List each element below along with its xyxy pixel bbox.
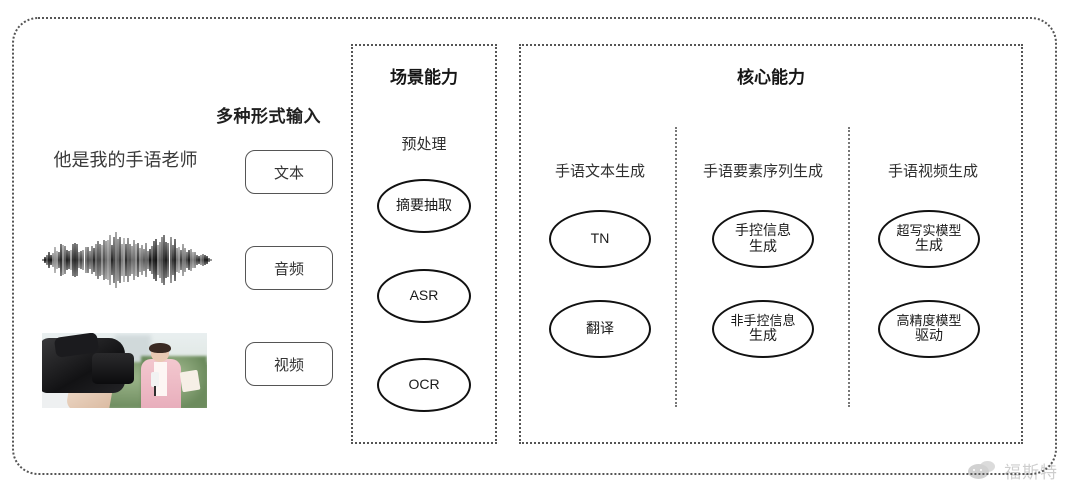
node-label-line2: 生成 xyxy=(749,238,777,254)
scene-capability-title: 场景能力 xyxy=(390,68,458,87)
node-label: 翻译 xyxy=(586,320,614,337)
input-panel: 多种形式输入 他是我的手语老师 文本 音频 视频 xyxy=(20,90,333,420)
core-column-label-sign-element-sequence-generation: 手语要素序列生成 xyxy=(702,163,823,180)
input-type-video-button[interactable]: 视频 xyxy=(245,342,333,386)
core-node-non-manual-info-generation[interactable]: 非手控信息 生成 xyxy=(712,300,814,358)
scene-node-summary-extraction[interactable]: 摘要抽取 xyxy=(377,179,471,233)
node-label: 非手控信息 生成 xyxy=(726,312,799,344)
scene-capability-box: 场景能力 预处理 摘要抽取 ASR OCR xyxy=(351,44,497,444)
node-label: ASR xyxy=(409,287,439,304)
core-node-manual-info-generation[interactable]: 手控信息 生成 xyxy=(712,210,814,268)
scene-node-ocr[interactable]: OCR xyxy=(377,358,471,412)
node-label: 超写实模型 生成 xyxy=(892,222,965,254)
node-label: 高精度模型 驱动 xyxy=(892,312,965,344)
scene-capability-subtitle: 预处理 xyxy=(401,136,447,153)
audio-waveform-icon xyxy=(42,230,212,290)
node-label-line2: 生成 xyxy=(914,237,943,254)
node-label-line1: 非手控信息 xyxy=(730,312,796,328)
wechat-bubble-icon xyxy=(968,460,998,481)
input-type-text-button[interactable]: 文本 xyxy=(245,150,333,194)
node-label-line1: 高精度模型 xyxy=(896,312,962,328)
core-column-divider-2 xyxy=(848,127,850,407)
core-column-label-sign-text-generation: 手语文本生成 xyxy=(554,163,645,180)
watermark: 福斯特 xyxy=(968,458,1058,483)
node-label: 手控信息 生成 xyxy=(731,223,795,254)
core-column-divider-1 xyxy=(675,127,677,407)
node-label-line2: 驱动 xyxy=(914,327,943,344)
input-type-audio-button[interactable]: 音频 xyxy=(245,246,333,290)
video-thumbnail xyxy=(42,333,207,408)
sample-sentence-text: 他是我的手语老师 xyxy=(53,150,198,170)
core-column-label-sign-video-generation: 手语视频生成 xyxy=(887,163,978,180)
node-label-line1: 超写实模型 xyxy=(896,222,962,238)
core-capability-title: 核心能力 xyxy=(737,68,805,87)
node-label-line2: 生成 xyxy=(748,327,777,344)
watermark-text: 福斯特 xyxy=(1004,463,1058,482)
node-label: 摘要抽取 xyxy=(396,197,452,214)
core-capability-box: 核心能力 手语文本生成 TN 翻译 手语要素序列生成 手控信息 生成 非手控信息… xyxy=(519,44,1023,444)
core-node-hyperrealistic-model-generation[interactable]: 超写实模型 生成 xyxy=(878,210,980,268)
core-node-high-precision-model-driving[interactable]: 高精度模型 驱动 xyxy=(878,300,980,358)
core-node-tn[interactable]: TN xyxy=(549,210,651,268)
scene-node-asr[interactable]: ASR xyxy=(377,269,471,323)
input-panel-title: 多种形式输入 xyxy=(216,107,321,126)
node-label-line1: 手控信息 xyxy=(735,222,791,239)
node-label: TN xyxy=(590,230,610,247)
node-label: OCR xyxy=(408,376,440,393)
core-node-translation[interactable]: 翻译 xyxy=(549,300,651,358)
